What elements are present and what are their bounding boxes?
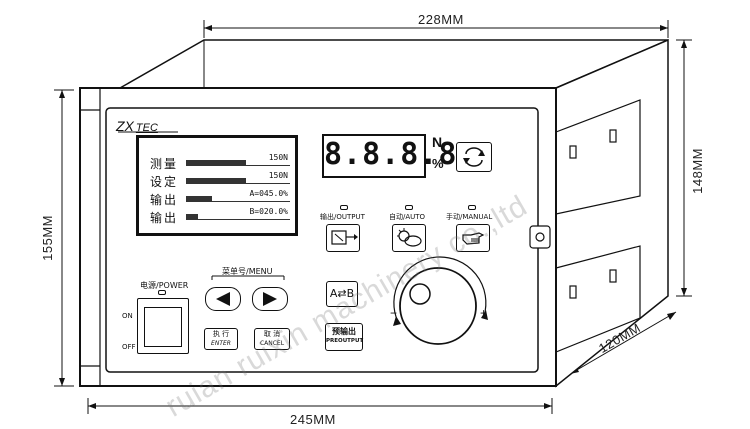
- preoutput-button[interactable]: 预输出 PREOUTPUT: [325, 323, 363, 351]
- dim-top-width: 228MM: [418, 12, 464, 27]
- enter-cn-label: 执 行: [212, 330, 230, 338]
- lcd-row-bar: [186, 160, 246, 165]
- label-power: 电源/POWER: [140, 281, 189, 290]
- dim-left-height: 155MM: [40, 215, 55, 261]
- menu-next-button[interactable]: [252, 287, 288, 311]
- led-auto: [405, 205, 413, 210]
- preoutput-en-label: PREOUTPUT: [326, 338, 364, 344]
- led-manual: [468, 205, 476, 210]
- output-button[interactable]: [326, 224, 360, 252]
- lcd-row-value: A=045.0%: [249, 189, 288, 198]
- lcd-row-value: 150N: [268, 153, 288, 162]
- cancel-en-label: CANCEL: [259, 340, 285, 347]
- ab-switch-label: A⇄B: [329, 287, 355, 300]
- cancel-button[interactable]: 取 消 CANCEL: [254, 328, 290, 350]
- cycle-icon: [463, 147, 485, 167]
- lcd-row-label: 输出: [150, 211, 179, 225]
- lcd-row-bar: [186, 196, 212, 201]
- unit-newton: N: [432, 134, 443, 150]
- cancel-cn-label: 取 消: [263, 330, 281, 338]
- seven-segment-display: 8.8.8.8.: [322, 134, 476, 178]
- label-manual: 手动/MANUAL: [446, 213, 493, 221]
- hand-pointer-icon: [462, 232, 485, 245]
- power-rocker: [144, 307, 182, 347]
- arrow-right-icon: [263, 292, 277, 306]
- lcd-row-label: 设定: [150, 175, 179, 189]
- lcd-screen: 测量 150N 设定 150N 输出 A=045.0% 输出 B=020.0%: [136, 135, 298, 236]
- lcd-row-label: 输出: [150, 193, 179, 207]
- output-icon: [331, 230, 358, 245]
- lcd-row-output-a: 输出 A=045.0%: [150, 189, 290, 207]
- knob-minus-label: −: [390, 306, 398, 320]
- ab-switch-button[interactable]: A⇄B: [326, 281, 358, 307]
- lcd-row-bar: [186, 214, 198, 219]
- dim-right-height: 148MM: [690, 148, 705, 194]
- lcd-row-label: 测量: [150, 157, 179, 171]
- adjust-knob[interactable]: [393, 256, 488, 345]
- label-menu: 菜单号/MENU: [222, 267, 273, 276]
- lcd-row-measure: 测量 150N: [150, 153, 290, 171]
- enter-en-label: ENTER: [211, 340, 231, 347]
- lcd-row-bar: [186, 178, 246, 183]
- label-on: ON: [122, 312, 133, 320]
- led-power: [158, 290, 166, 295]
- manual-button[interactable]: [456, 224, 490, 252]
- knob-plus-label: +: [480, 306, 488, 320]
- auto-button[interactable]: [392, 224, 426, 252]
- led-output: [340, 205, 348, 210]
- label-auto: 自动/AUTO: [389, 213, 426, 221]
- lcd-row-value: B=020.0%: [249, 207, 288, 216]
- enter-button[interactable]: 执 行 ENTER: [204, 328, 238, 350]
- hinge-strip: [80, 88, 101, 386]
- label-off: OFF: [122, 343, 136, 351]
- dim-bottom-width: 245MM: [290, 412, 336, 427]
- side-lock-tab: [529, 225, 551, 249]
- preoutput-cn-label: 预输出: [332, 327, 356, 336]
- arrow-left-icon: [216, 292, 230, 306]
- lcd-row-output-b: 输出 B=020.0%: [150, 207, 290, 225]
- lcd-row-value: 150N: [268, 171, 288, 180]
- auto-icon: [397, 228, 422, 247]
- dim-line-depth: [569, 311, 677, 375]
- unit-percent: %: [432, 156, 444, 171]
- power-switch[interactable]: [137, 298, 189, 354]
- lcd-row-setpoint: 设定 150N: [150, 171, 290, 189]
- cycle-button[interactable]: [456, 142, 492, 172]
- label-output: 输出/OUTPUT: [320, 213, 365, 221]
- menu-prev-button[interactable]: [205, 287, 241, 311]
